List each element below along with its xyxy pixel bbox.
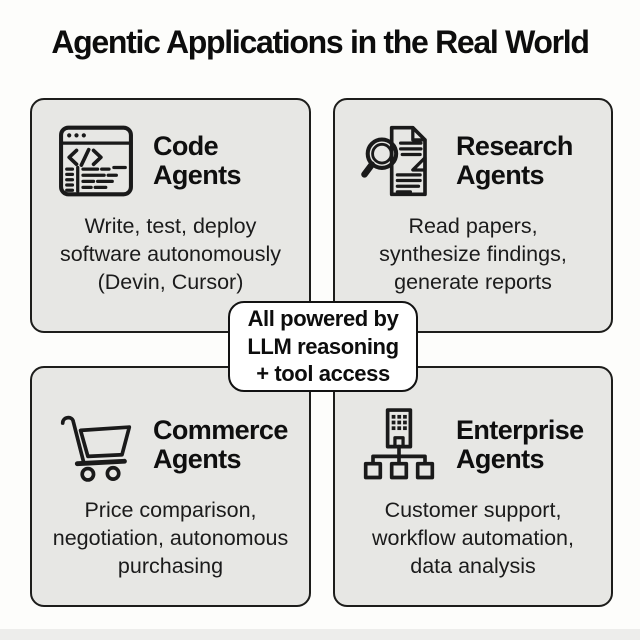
page-title: Agentic Applications in the Real World xyxy=(51,24,590,60)
building-orgchart-icon xyxy=(360,406,438,484)
shopping-cart-icon xyxy=(57,406,135,484)
magnifier-documents-icon xyxy=(360,122,438,200)
center-note: All powered by LLM reasoning + tool acce… xyxy=(228,301,418,392)
center-note-line: LLM reasoning xyxy=(247,333,399,359)
center-note-line: + tool access xyxy=(256,361,390,387)
card-description: Customer support,workflow automation,dat… xyxy=(372,498,574,578)
card-description: Price comparison,negotiation, autonomous… xyxy=(52,498,289,578)
code-editor-icon xyxy=(57,122,135,200)
bottom-edge-shade xyxy=(0,629,640,640)
center-note-line: All powered by xyxy=(247,305,399,331)
card-description: Read papers,synthesize findings,generate… xyxy=(379,214,567,294)
